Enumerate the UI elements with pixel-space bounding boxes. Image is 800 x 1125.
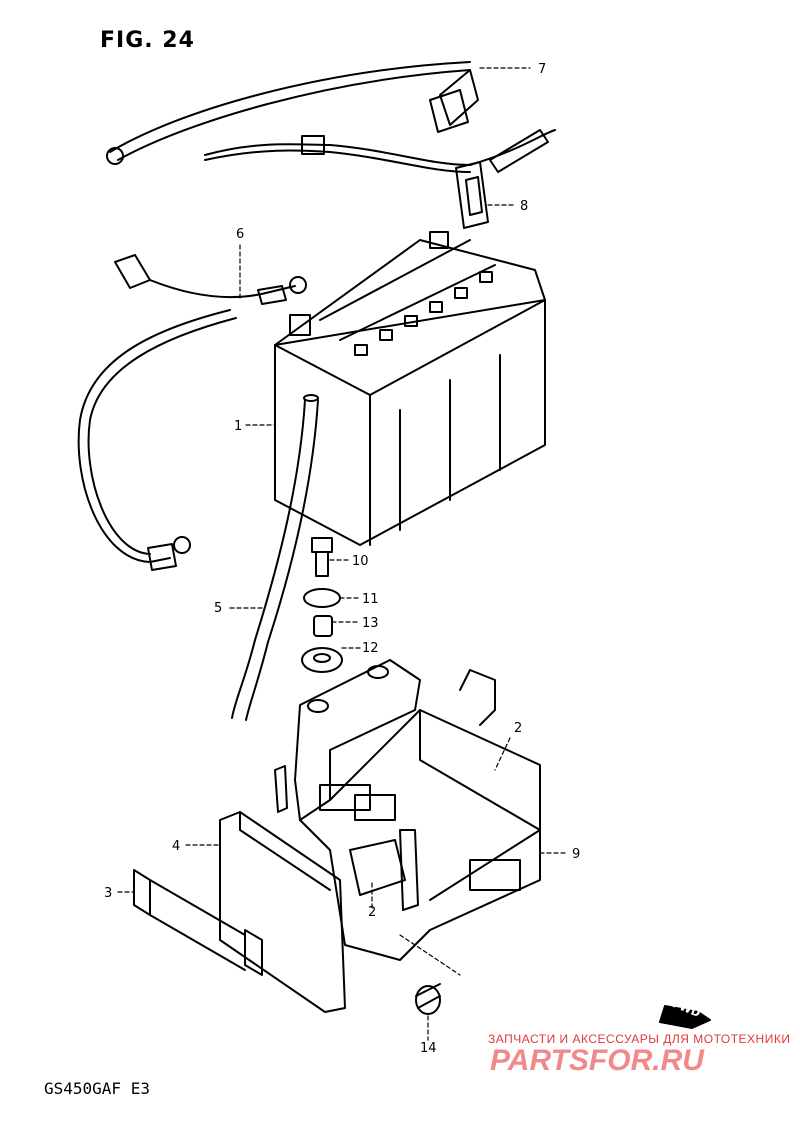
part-7-battery-cable: [106, 61, 556, 173]
callout-2b: 2: [368, 905, 376, 920]
part-14-cap: [415, 983, 441, 1015]
part-11-washer: [303, 588, 341, 608]
callout-6: 6: [236, 227, 244, 242]
callout-12: 12: [362, 641, 379, 656]
leader-lines: [117, 67, 569, 1041]
callout-14: 14: [420, 1041, 437, 1056]
part-12-grommet: [301, 647, 343, 673]
callout-9: 9: [572, 847, 580, 862]
callout-3: 3: [104, 886, 112, 901]
callout-10: 10: [352, 554, 369, 569]
part-1-battery: [274, 231, 546, 546]
part-8-fuse-holder: [455, 161, 489, 229]
fwd-arrow: [659, 1005, 711, 1029]
watermark-subtitle: ЗАПЧАСТИ И АКСЕССУАРЫ ДЛЯ МОТОТЕХНИКИ: [488, 1032, 791, 1046]
callout-7: 7: [538, 62, 546, 77]
callout-2a: 2: [514, 721, 522, 736]
callout-5: 5: [214, 601, 222, 616]
part-5-breather-hose: [231, 394, 319, 721]
model-code: GS450GAF E3: [44, 1079, 150, 1098]
callout-11: 11: [362, 592, 379, 607]
part-9-battery-holder: [274, 659, 541, 961]
callout-1: 1: [234, 419, 242, 434]
callout-13: 13: [362, 616, 379, 631]
callout-labels: 7 8 6 1 10 11 5 13 12 2 4 9 3 2 14: [104, 62, 580, 1056]
figure-title: FIG. 24: [100, 28, 195, 53]
part-3-rubber-strap: [133, 869, 263, 976]
part-4-cover-plate: [219, 811, 346, 1013]
part-10-bolt: [311, 537, 333, 577]
watermark-brand: PARTSFOR.RU: [490, 1044, 704, 1077]
callout-8: 8: [520, 199, 528, 214]
part-6-ground-cable: [77, 254, 307, 571]
callout-4: 4: [172, 839, 180, 854]
part-13-collar: [313, 615, 333, 637]
